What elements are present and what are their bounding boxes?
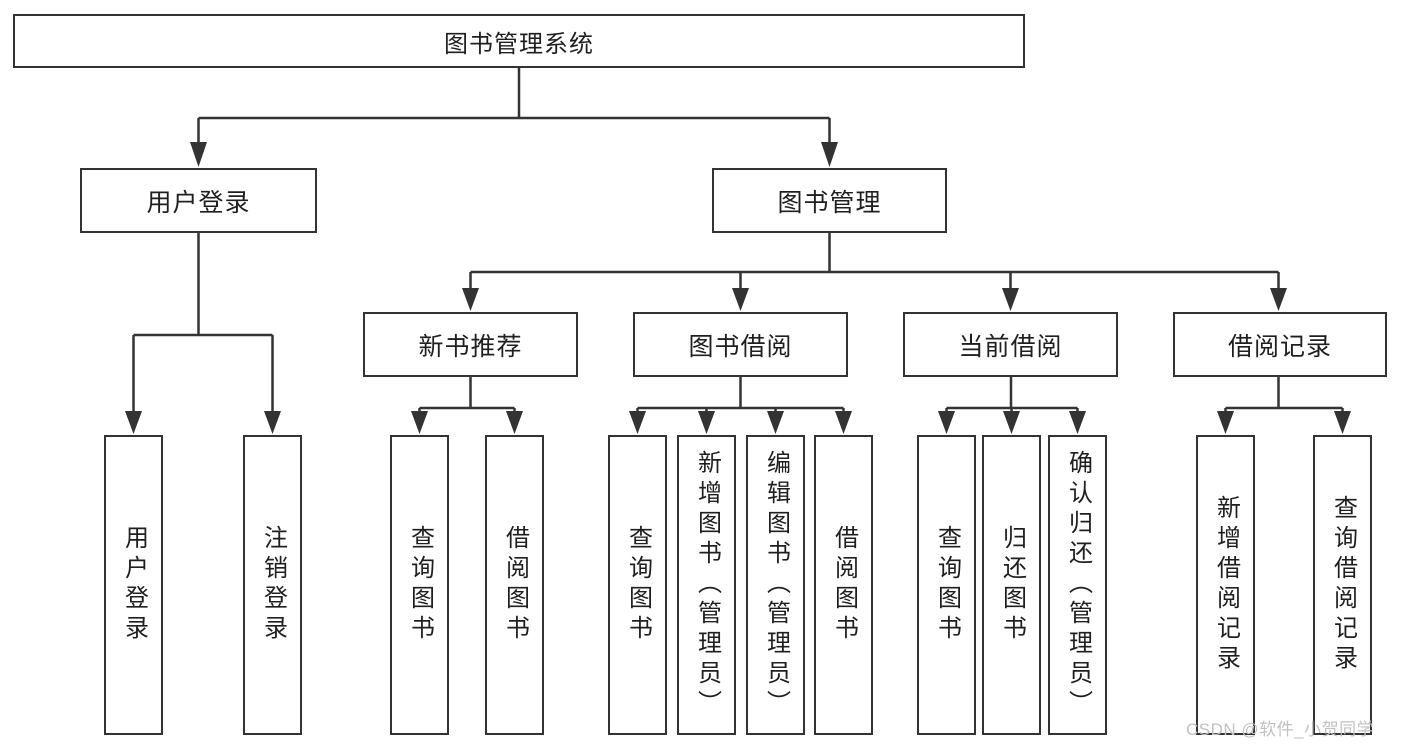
- node-borrow-records: 借阅记录: [1173, 312, 1387, 377]
- arrow-down-icon: [1069, 411, 1086, 434]
- arrow-down-icon: [732, 288, 749, 311]
- leaf-borrow-query-books-label: 查询图书: [624, 525, 652, 645]
- leaf-current-query-books-label: 查询图书: [933, 525, 961, 645]
- arrow-down-icon: [821, 142, 838, 167]
- arrow-down-icon: [835, 411, 852, 434]
- arrow-down-icon: [1270, 288, 1287, 311]
- arrow-down-icon: [767, 411, 784, 434]
- connector-current-to-leaves: [938, 377, 1086, 434]
- leaf-borrow-borrow-books: 借阅图书: [814, 435, 873, 735]
- node-borrow-records-label: 借阅记录: [1227, 332, 1332, 361]
- arrow-down-icon: [190, 142, 207, 167]
- leaf-records-query-record-label: 查询借阅记录: [1329, 495, 1357, 675]
- connector-management-to-level3: [462, 233, 1287, 311]
- arrow-down-icon: [1002, 288, 1019, 311]
- connector-records-to-leaves: [1217, 377, 1351, 434]
- leaf-recommend-query-books-label: 查询图书: [406, 525, 434, 645]
- leaf-user-login-label: 用户登录: [120, 525, 148, 645]
- leaf-current-confirm-return-admin-label: 确认归还（管理员）: [1064, 450, 1092, 720]
- arrow-down-icon: [264, 411, 281, 434]
- leaf-borrow-borrow-books-label: 借阅图书: [830, 525, 858, 645]
- node-new-book-recommend: 新书推荐: [363, 312, 578, 377]
- leaf-current-return-books-label: 归还图书: [998, 525, 1026, 645]
- arrow-down-icon: [462, 288, 479, 311]
- node-root: 图书管理系统: [13, 14, 1025, 68]
- leaf-recommend-borrow-books: 借阅图书: [485, 435, 544, 735]
- node-current-borrow-label: 当前借阅: [958, 332, 1063, 361]
- arrow-down-icon: [125, 411, 142, 434]
- arrow-down-icon: [1003, 411, 1020, 434]
- connector-login-to-leaves: [125, 233, 281, 434]
- arrow-down-icon: [506, 411, 523, 434]
- node-book-borrow: 图书借阅: [633, 312, 848, 377]
- arrow-down-icon: [1334, 411, 1351, 434]
- arrow-down-icon: [629, 411, 646, 434]
- leaf-borrow-add-books-admin-label: 新增图书（管理员）: [693, 450, 721, 720]
- node-book-management: 图书管理: [712, 168, 947, 233]
- node-current-borrow: 当前借阅: [903, 312, 1118, 377]
- node-user-login: 用户登录: [80, 168, 317, 233]
- leaf-records-add-record-label: 新增借阅记录: [1212, 495, 1240, 675]
- leaf-current-return-books: 归还图书: [982, 435, 1041, 735]
- leaf-logout: 注销登录: [243, 435, 302, 735]
- leaf-user-login: 用户登录: [104, 435, 163, 735]
- leaf-records-query-record: 查询借阅记录: [1313, 435, 1372, 735]
- arrow-down-icon: [411, 411, 428, 434]
- arrow-down-icon: [698, 411, 715, 434]
- connector-recommend-to-leaves: [411, 377, 523, 434]
- node-root-label: 图书管理系统: [444, 30, 594, 58]
- leaf-current-query-books: 查询图书: [917, 435, 976, 735]
- node-book-borrow-label: 图书借阅: [688, 332, 793, 361]
- leaf-recommend-query-books: 查询图书: [390, 435, 449, 735]
- leaf-records-add-record: 新增借阅记录: [1196, 435, 1255, 735]
- leaf-borrow-add-books-admin: 新增图书（管理员）: [677, 435, 736, 735]
- leaf-logout-label: 注销登录: [259, 525, 287, 645]
- connector-root-to-level2: [190, 68, 838, 167]
- leaf-recommend-borrow-books-label: 借阅图书: [501, 525, 529, 645]
- arrow-down-icon: [938, 411, 955, 434]
- node-user-login-label: 用户登录: [146, 188, 251, 217]
- leaf-borrow-edit-books-admin: 编辑图书（管理员）: [746, 435, 805, 735]
- node-new-book-recommend-label: 新书推荐: [418, 332, 523, 361]
- leaf-borrow-edit-books-admin-label: 编辑图书（管理员）: [762, 450, 790, 720]
- connector-borrow-to-leaves: [629, 377, 852, 434]
- leaf-current-confirm-return-admin: 确认归还（管理员）: [1048, 435, 1107, 735]
- leaf-borrow-query-books: 查询图书: [608, 435, 667, 735]
- arrow-down-icon: [1217, 411, 1234, 434]
- node-book-management-label: 图书管理: [777, 188, 882, 217]
- csdn-watermark: CSDN @软件_小贺同学: [1186, 720, 1375, 739]
